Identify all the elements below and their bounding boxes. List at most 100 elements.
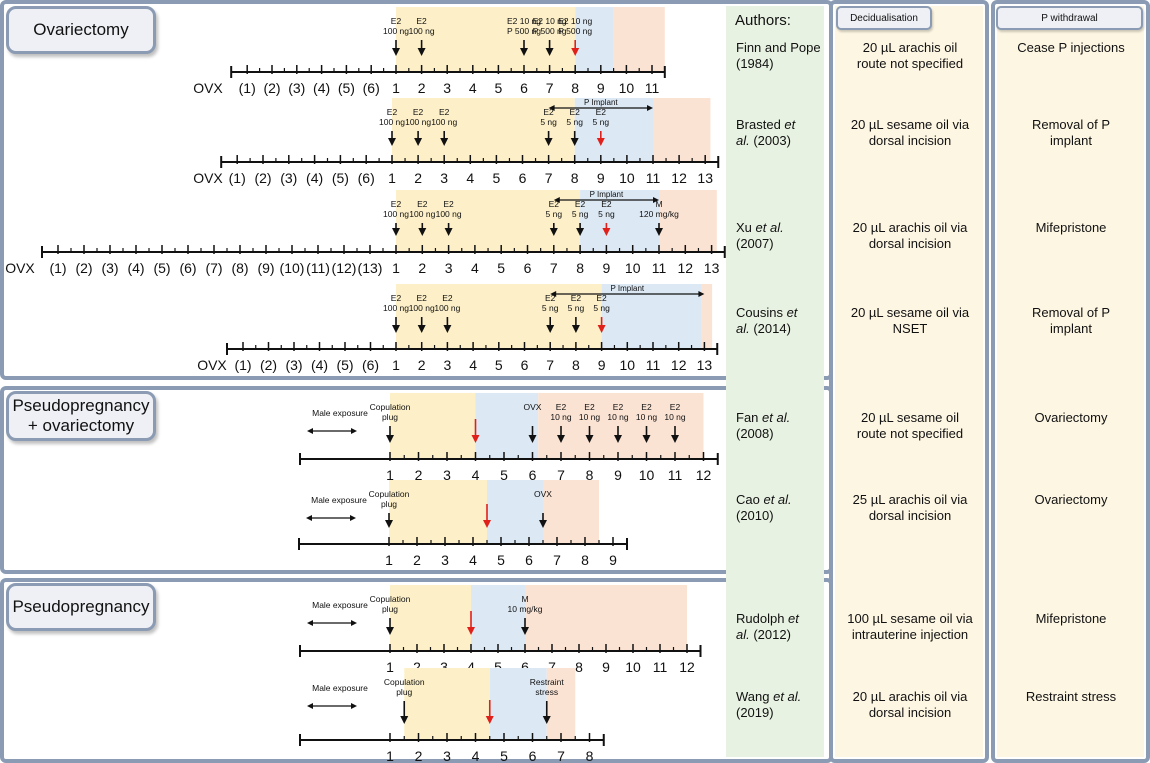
- male-exposure-label: Male exposure: [312, 683, 368, 693]
- tick-label: 1: [392, 357, 400, 373]
- treatment-arrowhead: [671, 435, 679, 443]
- decidualisation-method-line: route not specified: [856, 56, 964, 71]
- treatment-label: 5 ng: [546, 209, 563, 219]
- tick-label: (5): [336, 357, 353, 373]
- tick-label: (11): [306, 260, 330, 276]
- tick-label: 7: [557, 467, 565, 483]
- treatment-label: E2: [416, 16, 427, 26]
- treatment-arrowhead: [521, 627, 529, 635]
- treatment-label: OVX: [524, 402, 542, 412]
- male-exposure-label: Male exposure: [312, 408, 368, 418]
- treatment-arrowhead: [440, 138, 449, 146]
- tick-label: (12): [332, 260, 357, 276]
- treatment-label: 5 ng: [598, 209, 615, 219]
- tick-label: (9): [257, 260, 274, 276]
- tick-label: 7: [548, 659, 556, 675]
- section-title-ovariectomy: Ovariectomy: [6, 6, 156, 54]
- treatment-arrowhead: [542, 716, 551, 724]
- treatment-arrowhead: [545, 48, 554, 56]
- treatment-label: 100 ng: [383, 209, 409, 219]
- implant-arrowhead: [647, 105, 653, 111]
- tick-label: 4: [467, 659, 475, 675]
- red-arrowhead: [596, 138, 605, 146]
- p-withdrawal-method: Mifepristone: [997, 611, 1145, 627]
- tick-label: 13: [697, 170, 713, 186]
- decidualisation-method-line: 20 µL sesame oil: [860, 410, 960, 425]
- tick-label: 4: [466, 170, 474, 186]
- treatment-arrowhead: [642, 435, 651, 443]
- treatment-label: E2: [413, 107, 424, 117]
- tick-label: 8: [571, 80, 579, 96]
- treatment-label: E2: [416, 293, 427, 303]
- tick-label: 1: [386, 659, 394, 675]
- decidualisation-method-line: dorsal incision: [868, 508, 952, 523]
- tick-label: (3): [288, 80, 305, 96]
- treatment-label: E2: [596, 293, 607, 303]
- treatment-arrowhead: [544, 138, 553, 146]
- authors-column: [726, 6, 824, 757]
- author-line1: Rudolph et: [736, 611, 799, 626]
- treatment-label: E2: [601, 199, 612, 209]
- tick-label: 4: [471, 260, 479, 276]
- tick-label: 3: [445, 260, 453, 276]
- decidualisation-method-line: dorsal incision: [868, 705, 952, 720]
- section-title-pseudo: Pseudopregnancy: [6, 583, 156, 631]
- treatment-label: E2: [543, 107, 554, 117]
- implant-arrowhead: [553, 197, 560, 203]
- treatment-arrowhead: [444, 228, 453, 236]
- tick-label: 11: [652, 260, 667, 276]
- phase-band: [525, 585, 687, 651]
- treatment-label: E2: [391, 293, 402, 303]
- author-citation: Xu et al.(2007): [736, 220, 826, 252]
- treatment-label: Copulation: [384, 677, 425, 687]
- treatment-label: 10 ng: [550, 412, 572, 422]
- section-title-line2: + ovariectomy: [27, 416, 135, 435]
- tick-label: 7: [550, 260, 558, 276]
- treatment-arrowhead: [546, 325, 555, 333]
- treatment-arrowhead: [571, 325, 580, 333]
- p-withdrawal-method: Cease P injections: [997, 40, 1145, 56]
- treatment-label: 100 ng: [383, 26, 409, 36]
- tick-label: (4): [306, 170, 323, 186]
- tick-label: (3): [101, 260, 118, 276]
- tick-label: 1: [386, 467, 394, 483]
- withdrawal-column-bg: [997, 6, 1144, 757]
- treatment-label: E2: [549, 199, 560, 209]
- tick-label: 1: [392, 260, 400, 276]
- tick-label: 5: [497, 552, 505, 568]
- implant-arrowhead: [698, 291, 705, 297]
- tick-label: 3: [443, 748, 451, 763]
- treatment-arrowhead: [655, 228, 663, 236]
- tick-label: (6): [358, 170, 375, 186]
- treatment-label: 100 ng: [409, 26, 435, 36]
- tick-label: (13): [358, 260, 383, 276]
- tick-label: 9: [603, 260, 611, 276]
- p-withdrawal-method-line: Ovariectomy: [1034, 410, 1108, 425]
- tick-label: (1): [239, 80, 256, 96]
- phase-band: [389, 480, 487, 544]
- tick-label: 4: [469, 552, 477, 568]
- phase-band: [613, 7, 665, 72]
- treatment-label: P 500 ng: [507, 26, 541, 36]
- tick-label: 2: [418, 357, 426, 373]
- treatment-label: E2: [439, 107, 450, 117]
- male-exposure-arrowhead: [306, 515, 312, 521]
- treatment-label: P 500 ng: [533, 26, 567, 36]
- author-line2: (2019): [736, 705, 774, 720]
- phase-band: [396, 190, 581, 252]
- treatment-arrowhead: [614, 435, 622, 443]
- phase-band: [475, 393, 539, 459]
- treatment-label: E2: [442, 293, 453, 303]
- treatment-label: E2: [387, 107, 398, 117]
- treatment-label: stress: [535, 687, 558, 697]
- treatment-label: 100 ng: [379, 117, 405, 127]
- tick-label: 4: [469, 357, 477, 373]
- treatment-label: E2: [575, 199, 586, 209]
- male-exposure-arrowhead: [351, 620, 357, 626]
- tick-label: 5: [493, 170, 501, 186]
- tick-label: 3: [440, 659, 448, 675]
- author-line1: Finn and Pope: [736, 40, 821, 55]
- treatment-arrowhead: [585, 435, 594, 443]
- tick-label: (2): [260, 357, 277, 373]
